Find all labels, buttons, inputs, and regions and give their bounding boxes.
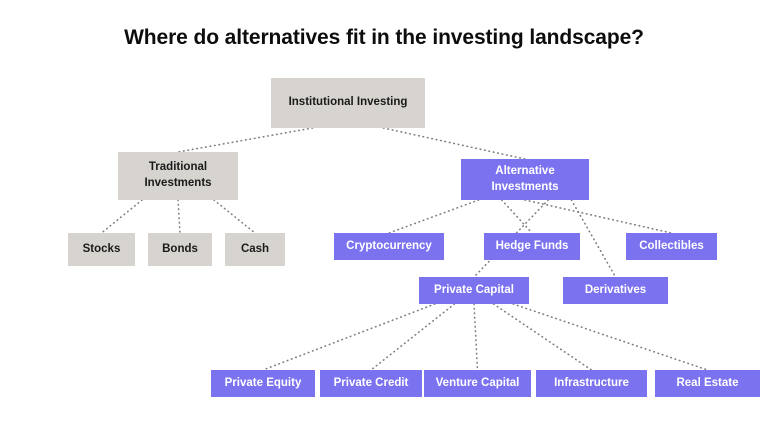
connector-traditional-to-stocks bbox=[100, 199, 143, 234]
node-label: Private Equity bbox=[224, 376, 302, 389]
connector-institutional-to-alternative bbox=[382, 127, 526, 160]
connector-privatecap-to-vc bbox=[473, 303, 479, 371]
connector-traditional-to-cash bbox=[213, 199, 256, 234]
node-label: Cash bbox=[240, 242, 270, 255]
node-crypto[interactable]: Cryptocurrency bbox=[334, 233, 444, 260]
connector-alternative-to-hedge bbox=[500, 199, 533, 234]
node-label: Stocks bbox=[82, 242, 121, 255]
connector-privatecap-to-pc bbox=[370, 303, 456, 371]
node-re[interactable]: Real Estate bbox=[655, 370, 760, 397]
connector-alternative-to-collectibles bbox=[524, 199, 673, 234]
node-cash[interactable]: Cash bbox=[225, 233, 285, 266]
node-derivatives[interactable]: Derivatives bbox=[563, 277, 668, 304]
node-bonds[interactable]: Bonds bbox=[148, 233, 212, 266]
node-hedge[interactable]: Hedge Funds bbox=[484, 233, 580, 260]
page-title: Where do alternatives fit in the investi… bbox=[124, 26, 644, 49]
node-alternative[interactable]: Alternative Investments bbox=[461, 159, 589, 200]
node-label: Private Capital bbox=[434, 283, 514, 296]
node-traditional[interactable]: Traditional Investments bbox=[118, 152, 238, 200]
node-vc[interactable]: Venture Capital bbox=[424, 370, 531, 397]
node-label: Private Credit bbox=[333, 376, 409, 389]
node-privatecap[interactable]: Private Capital bbox=[419, 277, 529, 304]
node-label: Venture Capital bbox=[435, 376, 520, 389]
node-label: Traditional Investments bbox=[144, 161, 212, 189]
node-label: Infrastructure bbox=[554, 376, 629, 389]
connector-traditional-to-bonds bbox=[177, 199, 181, 234]
node-label: Cryptocurrency bbox=[346, 239, 432, 252]
node-label: Derivatives bbox=[584, 283, 647, 296]
node-label: Collectibles bbox=[639, 239, 704, 252]
connector-privatecap-to-pe bbox=[262, 303, 436, 371]
node-label: Real Estate bbox=[676, 376, 739, 389]
connector-institutional-to-traditional bbox=[177, 127, 314, 153]
node-label: Institutional Investing bbox=[288, 96, 408, 109]
node-pe[interactable]: Private Equity bbox=[211, 370, 315, 397]
node-label: Hedge Funds bbox=[495, 239, 569, 252]
node-institutional[interactable]: Institutional Investing bbox=[271, 78, 425, 128]
node-pc[interactable]: Private Credit bbox=[320, 370, 422, 397]
connector-alternative-to-crypto bbox=[388, 199, 480, 234]
node-label: Alternative Investments bbox=[491, 164, 559, 193]
node-collectibles[interactable]: Collectibles bbox=[626, 233, 717, 260]
connector-privatecap-to-re bbox=[512, 303, 709, 371]
connector-privatecap-to-infra bbox=[492, 303, 593, 371]
node-label: Bonds bbox=[162, 242, 198, 255]
node-stocks[interactable]: Stocks bbox=[68, 233, 135, 266]
node-infra[interactable]: Infrastructure bbox=[536, 370, 647, 397]
